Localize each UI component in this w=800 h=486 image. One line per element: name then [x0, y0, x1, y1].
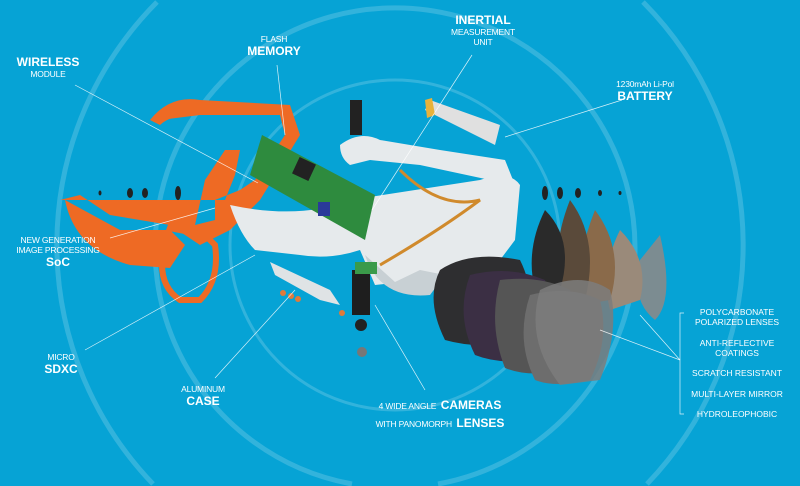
label-small: 1230mAh Li-Pol [616, 79, 674, 89]
hinge-parts [98, 186, 622, 200]
lens-feature-anti-reflective: ANTI-REFLECTIVE COATINGS [700, 338, 775, 358]
label-soc: NEW GENERATION IMAGE PROCESSING SoC [16, 235, 100, 269]
label-battery: 1230mAh Li-Pol BATTERY [616, 79, 674, 104]
feature-text: POLARIZED LENSES [694, 317, 780, 328]
label-small: MICRO [47, 352, 75, 362]
label-small: MEASUREMENT [451, 26, 515, 37]
label-small: 4 WIDE ANGLE [378, 401, 437, 411]
label-small: ALUMINUM [181, 384, 225, 394]
label-small: WITH PANOMORPH [375, 419, 453, 430]
camera-module [350, 100, 377, 357]
label-cameras: 4 WIDE ANGLE CAMERAS WITH PANOMORPH LENS… [376, 396, 505, 433]
label-wireless-module: WIRELESS MODULE [16, 55, 80, 80]
label-small: FLASH [260, 34, 288, 44]
label-small: IMAGE PROCESSING [16, 244, 100, 255]
label-bold: INERTIAL [455, 13, 511, 27]
leader-lines [74, 54, 684, 415]
orange-outer-frame [60, 99, 300, 303]
label-aluminum-case: ALUMINUM CASE [181, 384, 225, 409]
lens-feature-scratch-resistant: SCRATCH RESISTANT [692, 368, 782, 378]
label-inertial-measurement-unit: INERTIAL MEASUREMENT UNIT [451, 13, 515, 47]
flex-cable [379, 168, 481, 267]
label-small: UNIT [473, 36, 493, 47]
label-small: NEW GENERATION [20, 235, 96, 245]
aluminum-case [270, 262, 340, 305]
label-bold: MEMORY [247, 43, 301, 58]
battery-cell [425, 98, 500, 145]
label-bold: BATTERY [617, 88, 673, 103]
outer-ring-left [54, 0, 159, 486]
label-micro-sdxc: MICRO SDXC [44, 352, 78, 377]
lens-feature-multi-layer-mirror: MULTI-LAYER MIRROR [691, 389, 783, 399]
label-bold: WIRELESS [16, 55, 80, 69]
label-small: MODULE [30, 68, 66, 79]
lens-stack [433, 200, 667, 385]
white-frame [230, 136, 520, 296]
lens-feature-polycarbonate: POLYCARBONATE POLARIZED LENSES [695, 307, 779, 327]
label-bold: CAMERAS [440, 398, 502, 412]
outer-ring-right [641, 0, 746, 486]
lens-feature-hydroleophobic: HYDROLEOPHOBIC [696, 409, 778, 419]
screws [280, 290, 345, 316]
middle-ring [152, 5, 638, 486]
label-bold: LENSES [456, 416, 505, 431]
feature-text: POLYCARBONATE [699, 307, 775, 317]
background-rings [54, 0, 746, 486]
circuit-board [250, 135, 375, 240]
label-bold: CASE [186, 393, 220, 408]
feature-text: COATINGS [715, 348, 759, 359]
feature-text: ANTI-REFLECTIVE [699, 338, 775, 348]
label-bold: SDXC [44, 361, 78, 376]
label-bold: SoC [45, 254, 70, 269]
label-flash-memory: FLASH MEMORY [247, 34, 301, 59]
